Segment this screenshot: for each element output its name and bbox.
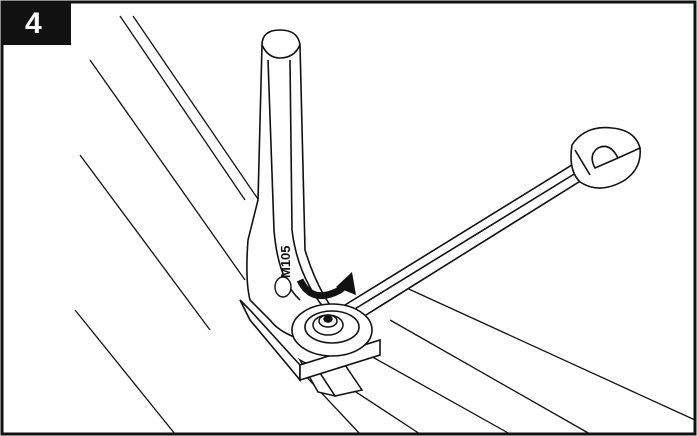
bracket-post [239,29,381,383]
post-hole [274,276,292,298]
part-label: M105 [278,245,293,278]
step-number-badge: 4 [3,3,71,45]
rotation-arrow-icon [296,272,356,300]
bolt-nut [312,314,344,336]
wrench [291,126,642,357]
